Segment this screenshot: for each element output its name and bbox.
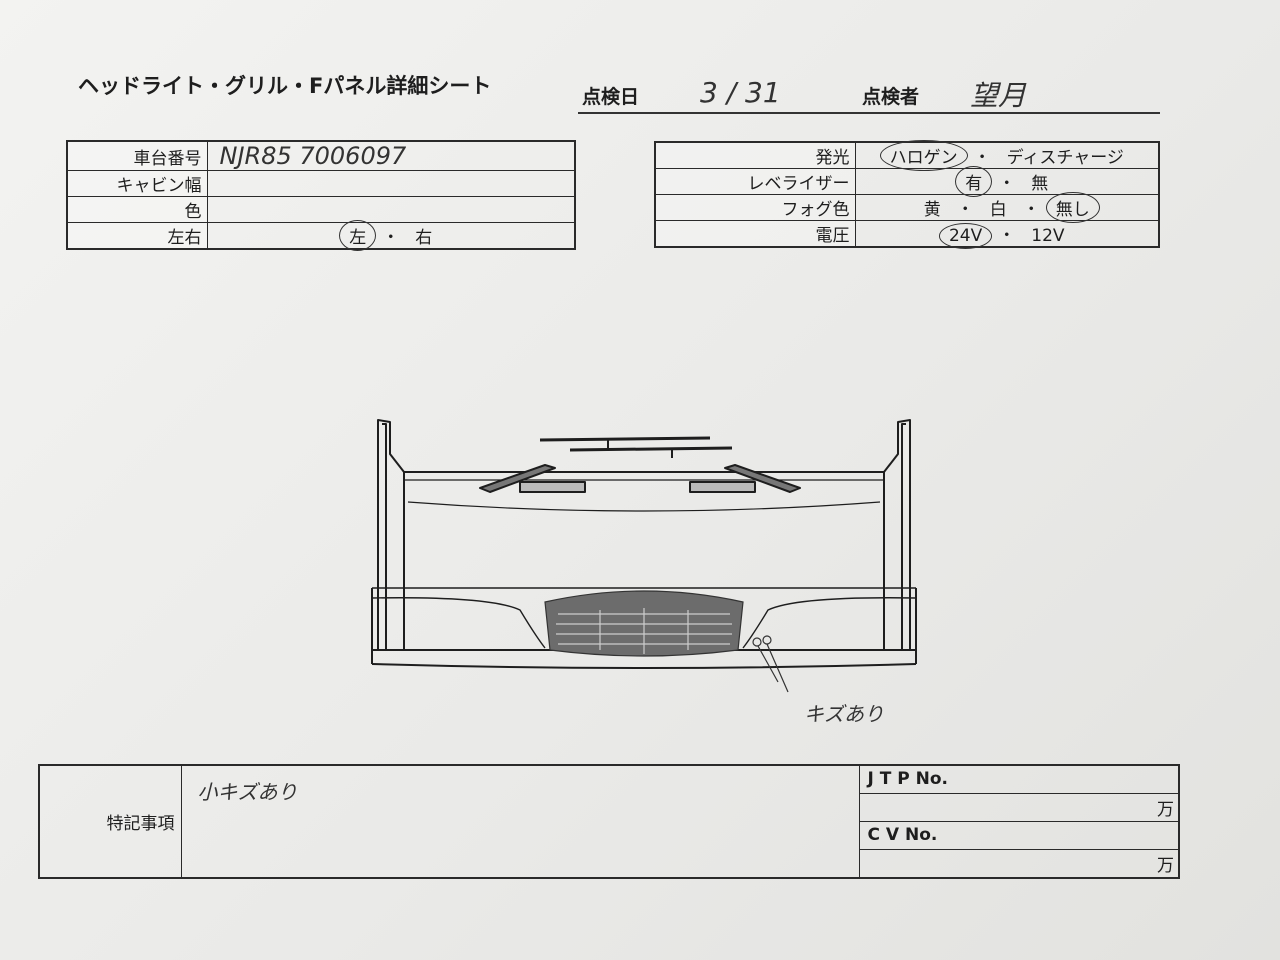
scratch-annotation: キズあり	[804, 702, 884, 726]
notes-table: 特記事項 小キズあり J T P No. 万 C V No. 万	[38, 764, 1180, 879]
cab-right-pillar	[883, 419, 911, 651]
row-leveler: レベライザー 有・無	[654, 166, 1160, 197]
special-notes-field[interactable]: 小キズあり	[180, 764, 860, 879]
chassis-number-label: 車台番号	[66, 140, 208, 171]
side-option-right[interactable]: 右	[415, 228, 433, 248]
sheet-title: ヘッドライト・グリル・Fパネル詳細シート	[78, 74, 492, 98]
light-source-options: ハロゲン・ディスチャージ	[854, 140, 1160, 171]
vehicle-table: 車台番号 NJR85 7006097 キャビン幅 色 左右 左・右	[66, 140, 576, 251]
jtp-number-label: J T P No.	[858, 764, 1180, 794]
voltage-option-24v[interactable]: 24V	[938, 223, 993, 249]
leveler-label: レベライザー	[654, 168, 856, 195]
jtp-number-field[interactable]: 万	[858, 792, 1180, 822]
light-option-discharge[interactable]: ディスチャージ	[1006, 148, 1124, 168]
header-underline	[578, 112, 1160, 114]
inspection-date-label: 点検日	[582, 86, 640, 108]
voltage-label: 電圧	[654, 220, 856, 248]
fog-color-options: 黄・白・無し	[854, 192, 1160, 223]
fog-option-yellow[interactable]: 黄	[923, 200, 941, 220]
cv-unit: 万	[1157, 855, 1174, 876]
row-light-source: 発光 ハロゲン・ディスチャージ	[654, 140, 1160, 171]
cabin-width-field[interactable]	[206, 170, 576, 197]
inspector-label: 点検者	[862, 86, 920, 108]
row-voltage: 電圧 24V・12V	[654, 220, 1160, 249]
inspection-date-value[interactable]: 3 / 31	[700, 76, 781, 109]
row-cabin-width: キャビン幅	[66, 170, 576, 197]
chassis-number-field[interactable]: NJR85 7006097	[206, 140, 576, 171]
light-option-halogen[interactable]: ハロゲン	[879, 140, 968, 171]
side-options: 左・右	[206, 220, 576, 251]
jtp-unit: 万	[1157, 799, 1174, 820]
row-chassis-number: 車台番号 NJR85 7006097	[66, 140, 576, 171]
color-field[interactable]	[206, 196, 576, 223]
grille	[544, 590, 744, 657]
light-source-label: 発光	[654, 141, 856, 169]
inspector-value[interactable]: 望月	[970, 79, 1027, 112]
cv-number-field[interactable]: 万	[858, 848, 1180, 879]
leveler-option-no[interactable]: 無	[1031, 174, 1049, 194]
row-fog-color: フォグ色 黄・白・無し	[654, 192, 1160, 223]
fog-option-none[interactable]: 無し	[1045, 192, 1100, 223]
side-option-left[interactable]: 左	[339, 220, 377, 251]
color-label: 色	[66, 196, 208, 223]
cabin-width-label: キャビン幅	[66, 170, 208, 197]
side-label: 左右	[66, 222, 208, 250]
light-table: 発光 ハロゲン・ディスチャージ レベライザー 有・無 フォグ色 黄・白・無し 電…	[654, 140, 1160, 249]
leveler-option-yes[interactable]: 有	[955, 166, 993, 197]
voltage-options: 24V・12V	[854, 220, 1160, 249]
fog-option-white[interactable]: 白	[989, 200, 1007, 220]
row-color: 色	[66, 196, 576, 223]
scratch-marks	[752, 635, 789, 693]
row-side: 左右 左・右	[66, 220, 576, 251]
voltage-option-12v[interactable]: 12V	[1031, 226, 1065, 246]
cv-number-label: C V No.	[858, 820, 1180, 850]
truck-front-diagram	[371, 419, 917, 693]
leveler-options: 有・無	[854, 166, 1160, 197]
fog-color-label: フォグ色	[654, 194, 856, 221]
special-notes-label: 特記事項	[38, 764, 182, 879]
cab-left-pillar	[377, 419, 405, 651]
